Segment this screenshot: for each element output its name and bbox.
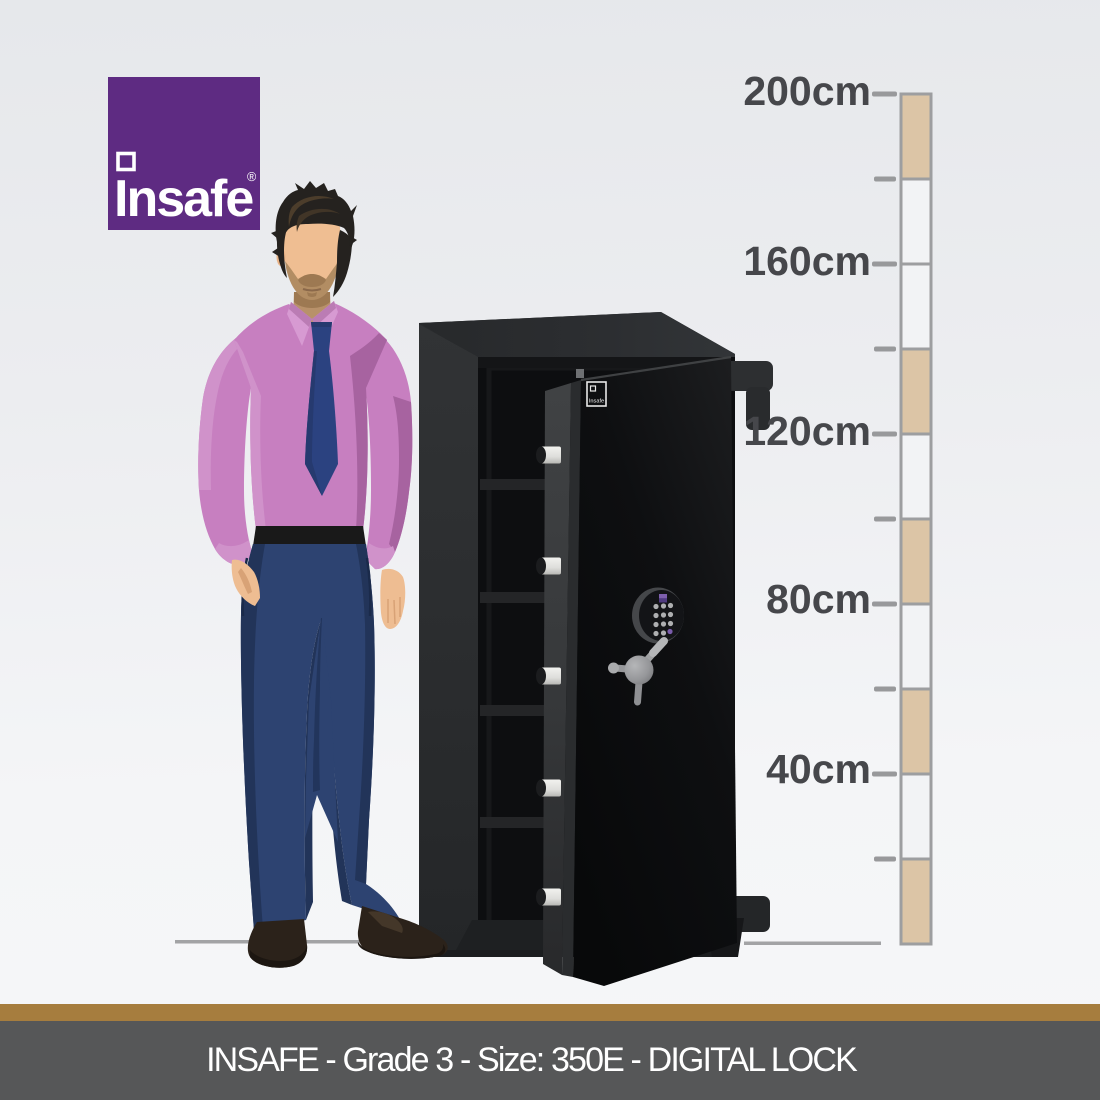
svg-text:80cm: 80cm (766, 576, 871, 622)
svg-text:Insafe: Insafe (589, 399, 604, 405)
svg-text:®: ® (247, 170, 257, 184)
svg-text:INSAFE - Grade 3 - Size: 350E: INSAFE - Grade 3 - Size: 350E - DIGITAL … (206, 1041, 858, 1079)
svg-text:Insafe: Insafe (114, 170, 253, 228)
svg-text:120cm: 120cm (743, 408, 871, 454)
svg-text:40cm: 40cm (766, 746, 871, 792)
svg-text:200cm: 200cm (743, 68, 871, 114)
svg-text:160cm: 160cm (743, 238, 871, 284)
